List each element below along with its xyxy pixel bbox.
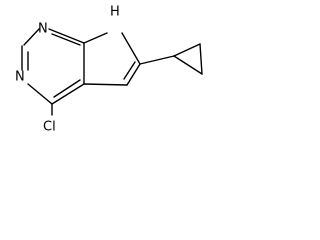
- bond-n1-c7a: [48, 28, 85, 44]
- bond-c7a-n7: [83, 32, 108, 44]
- atom-label-nh: H: [110, 5, 120, 20]
- cyclopropyl-group: [139, 43, 203, 75]
- bond-c6-c5-double: [123, 61, 136, 80]
- bond-c4a-c4: [51, 83, 85, 105]
- bond-cp3-cp1: [173, 55, 203, 75]
- bond-cp2-cp3: [199, 43, 203, 75]
- bond-n1-c7a-double: [51, 33, 81, 46]
- bond-c6-c5: [126, 63, 141, 86]
- bond-c4-n3: [27, 83, 53, 105]
- molecule-structure-diagram: N N H Cl: [15, 5, 203, 135]
- atom-label-n1: N: [38, 22, 48, 37]
- atom-label-n3: N: [15, 70, 25, 85]
- pyrrole-ring: [83, 32, 141, 86]
- bond-c2-n1: [23, 28, 40, 46]
- bond-c6-cp1: [139, 55, 175, 65]
- atom-label-cl: Cl: [43, 120, 56, 135]
- bond-c4a-c4-double: [53, 79, 81, 98]
- pyrimidine-ring: [21, 28, 85, 105]
- bond-c5-c4a: [83, 83, 128, 86]
- bond-cp1-cp2: [173, 43, 201, 57]
- bond-n7-c6: [121, 32, 141, 65]
